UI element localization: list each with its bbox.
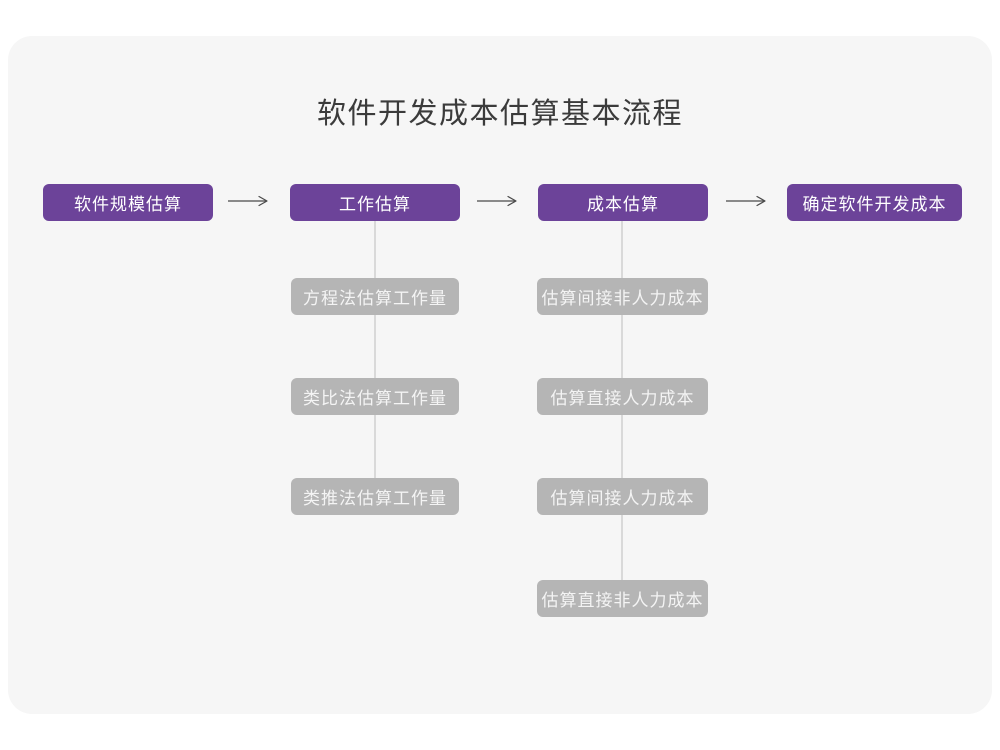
connector-line-work-branch: [374, 221, 376, 483]
branch-node-direct-labor-cost: 估算直接人力成本: [537, 378, 708, 415]
branch-node-indirect-labor-cost: 估算间接人力成本: [537, 478, 708, 515]
branch-node-label: 估算间接非人力成本: [541, 289, 704, 308]
arrow-right-icon: [726, 195, 768, 207]
branch-node-label: 估算间接人力成本: [550, 489, 695, 508]
flow-step-determine-dev-cost: 确定软件开发成本: [787, 184, 962, 221]
branch-node-label: 估算直接非人力成本: [541, 591, 704, 610]
flow-step-label: 确定软件开发成本: [802, 195, 947, 214]
branch-node-label: 类推法估算工作量: [303, 489, 447, 508]
branch-node-extrapolation-method: 类推法估算工作量: [291, 478, 459, 515]
branch-node-label: 类比法估算工作量: [303, 389, 447, 408]
arrow-right-icon: [228, 195, 270, 207]
branch-node-label: 方程法估算工作量: [303, 289, 447, 308]
flow-step-label: 工作估算: [339, 195, 411, 214]
flow-step-software-scale-estimation: 软件规模估算: [43, 184, 213, 221]
arrow-right-icon: [477, 195, 519, 207]
diagram-panel: [8, 36, 992, 714]
branch-node-label: 估算直接人力成本: [550, 389, 695, 408]
diagram-title: 软件开发成本估算基本流程: [316, 98, 683, 130]
branch-node-analogy-method: 类比法估算工作量: [291, 378, 459, 415]
branch-node-direct-non-labor-cost: 估算直接非人力成本: [537, 580, 708, 617]
branch-node-indirect-non-labor-cost: 估算间接非人力成本: [537, 278, 708, 315]
flow-step-label: 成本估算: [587, 195, 659, 214]
flow-step-label: 软件规模估算: [74, 195, 182, 214]
flow-step-work-estimation: 工作估算: [290, 184, 460, 221]
branch-node-equation-method: 方程法估算工作量: [291, 278, 459, 315]
flow-step-cost-estimation: 成本估算: [538, 184, 708, 221]
